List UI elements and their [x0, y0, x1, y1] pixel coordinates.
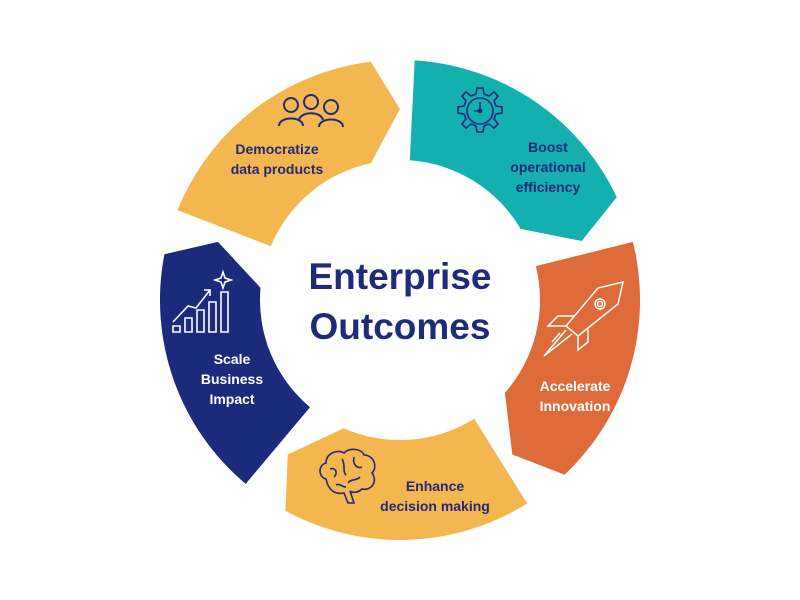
- segment-accelerate-innovation: [504, 241, 641, 475]
- label-enhance: Enhance decision making: [375, 476, 495, 516]
- growth-chart-icon: [172, 269, 234, 333]
- segment-boost-efficiency: [409, 60, 617, 242]
- people-group-icon: [278, 94, 344, 128]
- label-line: data products: [230, 161, 324, 177]
- label-line: operational: [510, 159, 586, 175]
- label-line: Scale: [213, 351, 251, 367]
- rocket-icon: [543, 280, 624, 357]
- label-line: Democratize: [235, 141, 319, 157]
- brain-icon: [319, 448, 376, 504]
- label-line: Accelerate: [539, 378, 611, 394]
- label-line: decision making: [380, 498, 490, 514]
- segment-scale-business-impact: [159, 241, 310, 484]
- gear-clock-icon: [457, 87, 503, 133]
- label-line: Impact: [209, 391, 255, 407]
- label-line: Enhance: [405, 478, 465, 494]
- title-line-1: Enterprise: [308, 256, 492, 297]
- label-line: Innovation: [539, 398, 611, 414]
- label-line: Boost: [528, 139, 568, 155]
- label-line: efficiency: [515, 179, 581, 195]
- center-title: Enterprise Outcomes: [250, 252, 550, 352]
- label-line: Business: [200, 371, 264, 387]
- label-boost: Boost operational efficiency: [488, 137, 608, 197]
- title-line-2: Outcomes: [309, 306, 491, 347]
- label-democratize: Democratize data products: [222, 139, 332, 179]
- segment-democratize-data-products: [177, 61, 400, 247]
- segment-enhance-decision-making: [285, 418, 528, 540]
